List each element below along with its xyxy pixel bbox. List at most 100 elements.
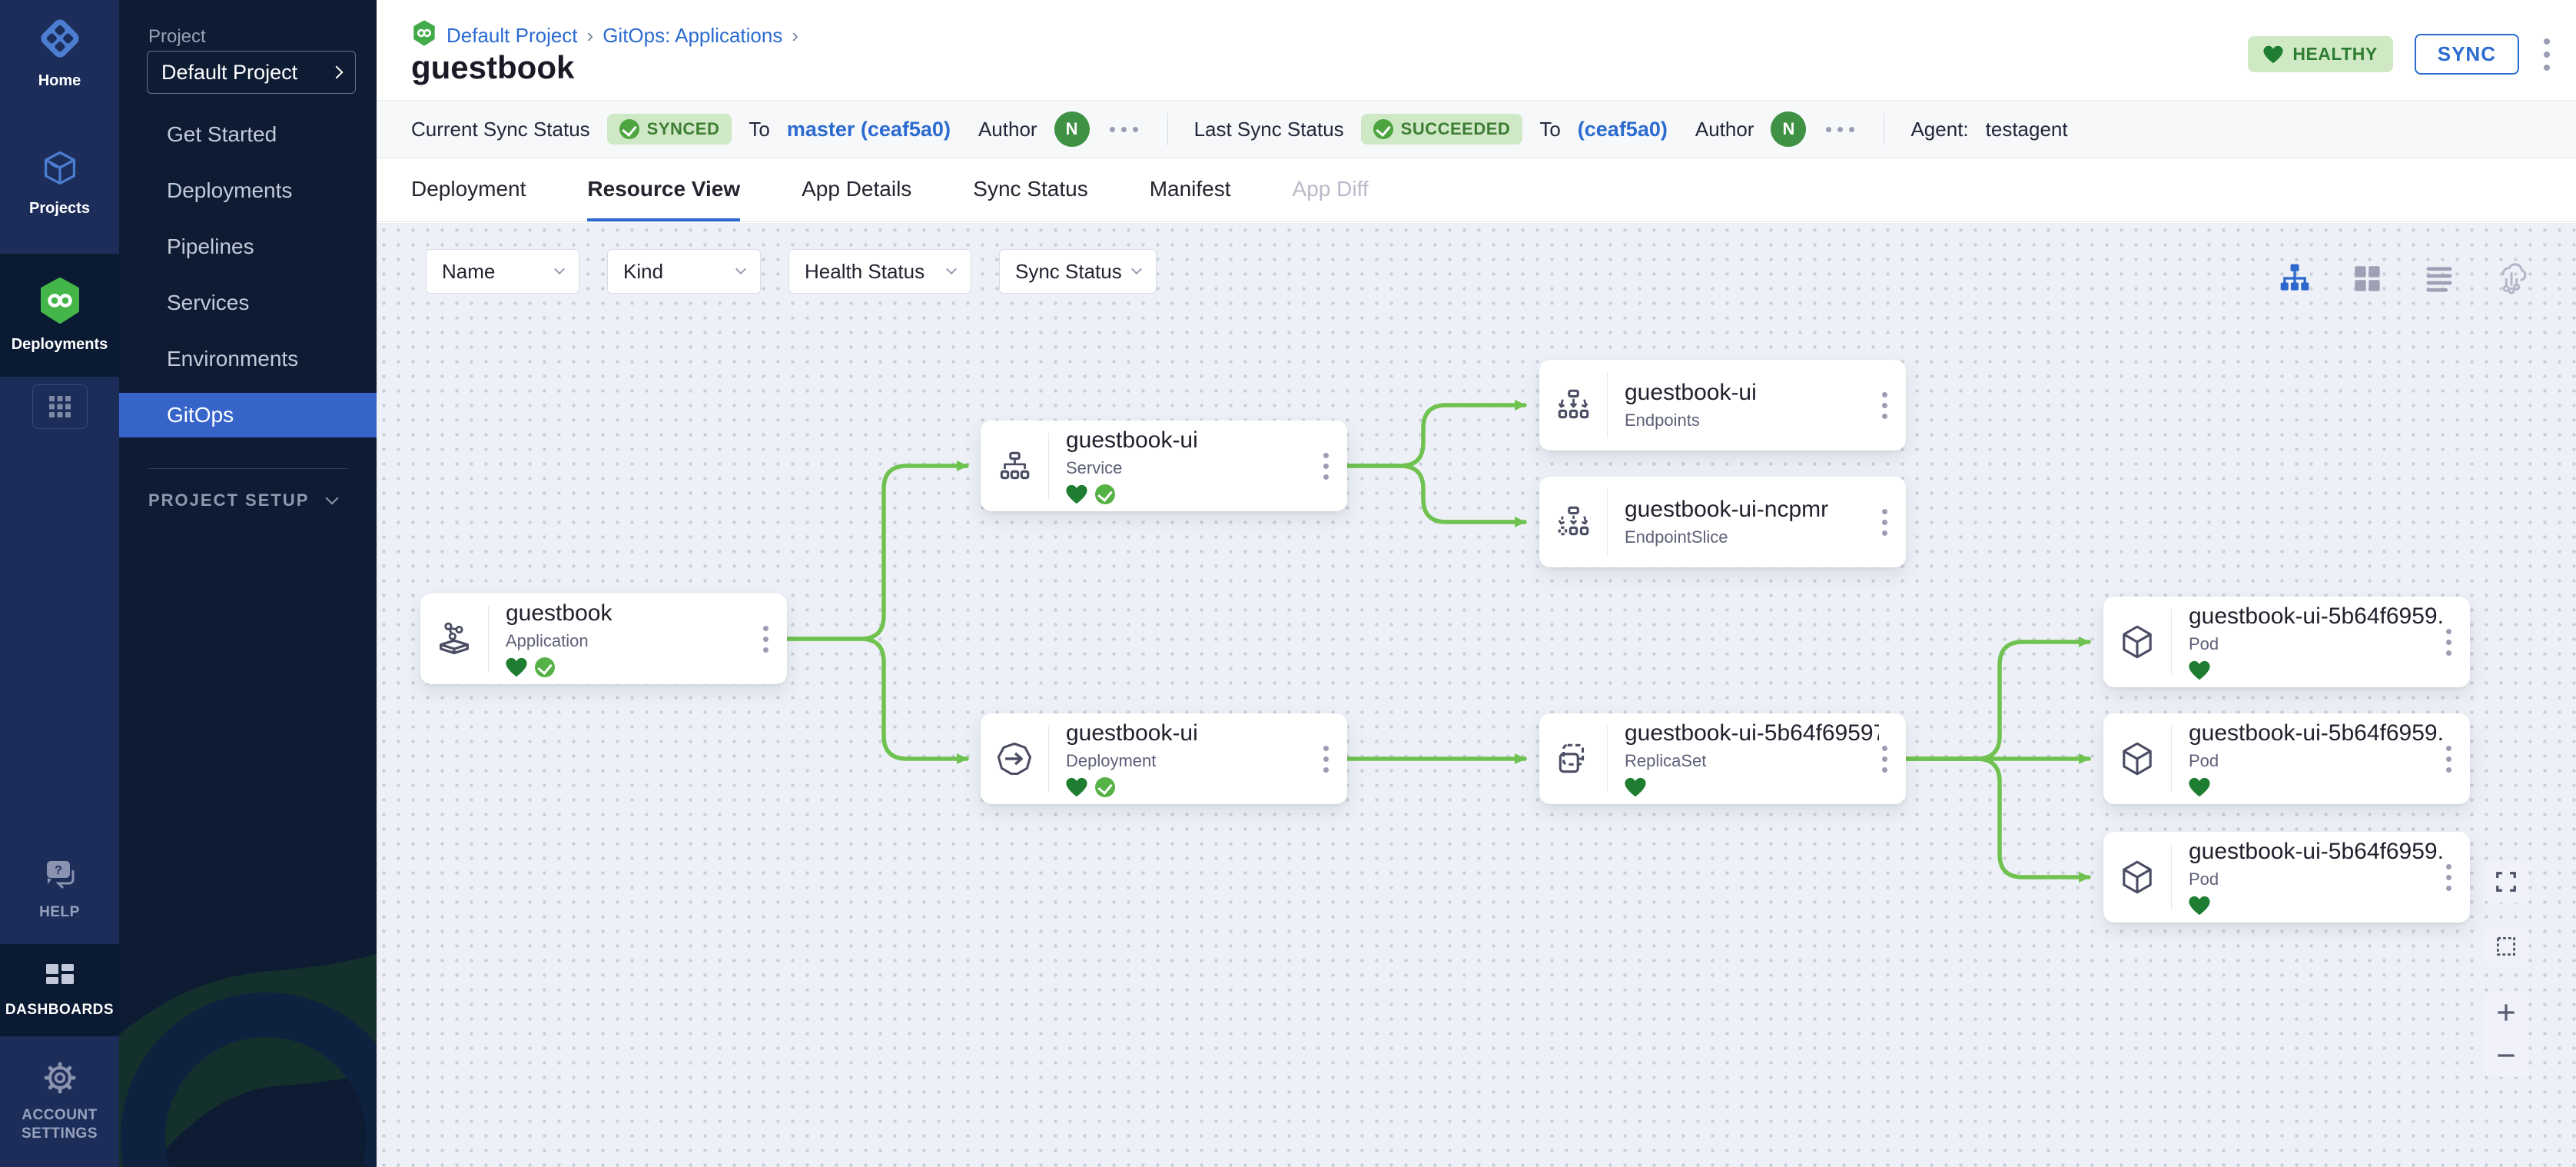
tab-resource-view[interactable]: Resource View [587,159,741,221]
last-sync-status-label: Last Sync Status [1193,117,1344,141]
succeeded-badge: SUCCEEDED [1360,114,1523,145]
sync-button[interactable]: SYNC [2414,34,2519,75]
breadcrumb-link-project[interactable]: Default Project [446,24,578,47]
node-body: guestbook-ui-5b64f69597 ReplicaSet [1608,720,1879,797]
app-menu-kebab-icon[interactable] [2541,35,2553,74]
node-menu-kebab-icon[interactable] [1879,389,1891,422]
breadcrumb-link-gitops-applications[interactable]: GitOps: Applications [603,24,783,47]
node-menu-kebab-icon[interactable] [760,623,772,656]
node-kind: Endpoints [1625,411,1700,430]
zoom-out-button[interactable] [2484,1034,2528,1077]
node-menu-kebab-icon[interactable] [1879,506,1891,539]
health-status-badge: HEALTHY [2248,36,2393,72]
healthy-heart-icon [2189,660,2210,680]
tab-manifest[interactable]: Manifest [1149,176,1231,201]
breadcrumb-separator: › [586,24,594,47]
node-kind: ReplicaSet [1625,751,1707,770]
rail-item-deployments[interactable]: Deployments [0,254,119,377]
synced-check-icon [1095,777,1115,797]
rail-item-help[interactable]: ? HELP [0,852,119,929]
healthy-heart-icon [1625,777,1646,797]
node-title: guestbook-ui [1066,427,1198,453]
service-icon [981,447,1048,485]
check-circle-icon [1373,119,1393,139]
sidebar-item-gitops[interactable]: GitOps [119,393,377,437]
divider [1607,489,1608,555]
node-body: guestbook-ui-5b64f6959... Pod [2172,839,2443,916]
node-menu-kebab-icon[interactable] [1879,743,1891,776]
node-replicaset-guestbook-ui-5b64f69597[interactable]: guestbook-ui-5b64f69597 ReplicaSet [1539,713,1906,804]
health-status-filter-dropdown[interactable]: Health Status [788,249,971,294]
sidebar-item-deployments[interactable]: Deployments [167,178,293,202]
divider [488,606,489,672]
tab-deployment[interactable]: Deployment [411,176,526,201]
check-circle-icon [619,119,639,139]
rail-item-account-settings[interactable]: ACCOUNT SETTINGS [0,1052,119,1152]
sidebar-menu: Get Started Deployments Pipelines Servic… [119,106,377,437]
node-service-guestbook-ui[interactable]: guestbook-ui Service [981,421,1347,511]
marquee-select-button[interactable] [2484,926,2528,967]
node-pod-1[interactable]: guestbook-ui-5b64f6959... Pod [2103,597,2470,687]
view-toggles [2273,257,2533,300]
sidebar-item-get-started[interactable]: Get Started [167,121,277,146]
application-icon [420,619,488,659]
node-menu-kebab-icon[interactable] [2443,626,2455,659]
grid-icon [32,384,88,429]
rail-item-dashboards[interactable]: DASHBOARDS [0,944,119,1036]
module-picker[interactable] [0,381,119,432]
node-application-guestbook[interactable]: guestbook Application [420,593,787,684]
tab-app-details[interactable]: App Details [802,176,912,201]
node-endpointslice-guestbook-ui-ncpmr[interactable]: guestbook-ui-ncpmr EndpointSlice [1539,477,1906,567]
node-pod-3[interactable]: guestbook-ui-5b64f6959... Pod [2103,832,2470,923]
sidebar-item-environments[interactable]: Environments [167,346,299,371]
gitops-module-icon [411,20,437,52]
rail-item-home[interactable]: Home [0,11,119,95]
node-kind: EndpointSlice [1625,527,1728,547]
resource-tree-canvas[interactable]: Name Kind Health Status Sync Status [377,223,2576,1167]
rail-item-projects[interactable]: Projects [0,145,119,221]
rail-item-label: Projects [29,200,90,217]
node-menu-kebab-icon[interactable] [2443,743,2455,776]
agent-label: Agent: [1910,117,1969,141]
plus-icon [2498,1004,2515,1021]
project-selector-value: Default Project [161,60,298,84]
node-menu-kebab-icon[interactable] [1320,450,1332,483]
current-revision-link[interactable]: master (ceaf5a0) [786,117,951,141]
project-selector[interactable]: Default Project [147,51,356,94]
network-view-icon[interactable] [2490,257,2533,300]
grid-view-icon[interactable] [2345,257,2388,300]
list-view-icon[interactable] [2418,257,2461,300]
zoom-in-button[interactable] [2484,991,2528,1034]
node-deployment-guestbook-ui[interactable]: guestbook-ui Deployment [981,713,1347,804]
sidebar-item-services[interactable]: Services [167,290,250,314]
minus-icon [2498,1054,2515,1057]
agent-value: testagent [1985,117,2068,141]
healthy-heart-icon [2189,896,2210,916]
pod-icon [2103,858,2171,896]
fullscreen-button[interactable] [2484,861,2528,903]
rail-item-label: ACCOUNT SETTINGS [21,1106,98,1142]
tree-view-icon[interactable] [2273,257,2316,300]
projects-icon [40,148,80,192]
node-pod-2[interactable]: guestbook-ui-5b64f6959... Pod [2103,713,2470,804]
healthy-heart-icon [506,657,527,677]
endpoints-icon [1539,386,1607,424]
project-section-label: Project [148,26,206,47]
main-content: Default Project › GitOps: Applications ›… [377,0,2576,1167]
node-title: guestbook-ui [1625,380,1757,405]
last-revision-link[interactable]: (ceaf5a0) [1577,117,1668,141]
sidebar-item-pipelines[interactable]: Pipelines [167,234,254,258]
tab-sync-status[interactable]: Sync Status [973,176,1088,201]
project-setup-toggle[interactable]: PROJECT SETUP [148,490,339,510]
node-endpoints-guestbook-ui[interactable]: guestbook-ui Endpoints [1539,360,1906,451]
name-filter-dropdown[interactable]: Name [426,249,579,294]
commit-more-icon[interactable] [1107,124,1141,135]
sidebar-divider [148,468,347,469]
kind-filter-dropdown[interactable]: Kind [607,249,761,294]
node-menu-kebab-icon[interactable] [2443,861,2455,894]
node-menu-kebab-icon[interactable] [1320,743,1332,776]
divider [1167,113,1168,145]
commit-more-icon[interactable] [1823,124,1857,135]
sync-status-filter-dropdown[interactable]: Sync Status [999,249,1157,294]
